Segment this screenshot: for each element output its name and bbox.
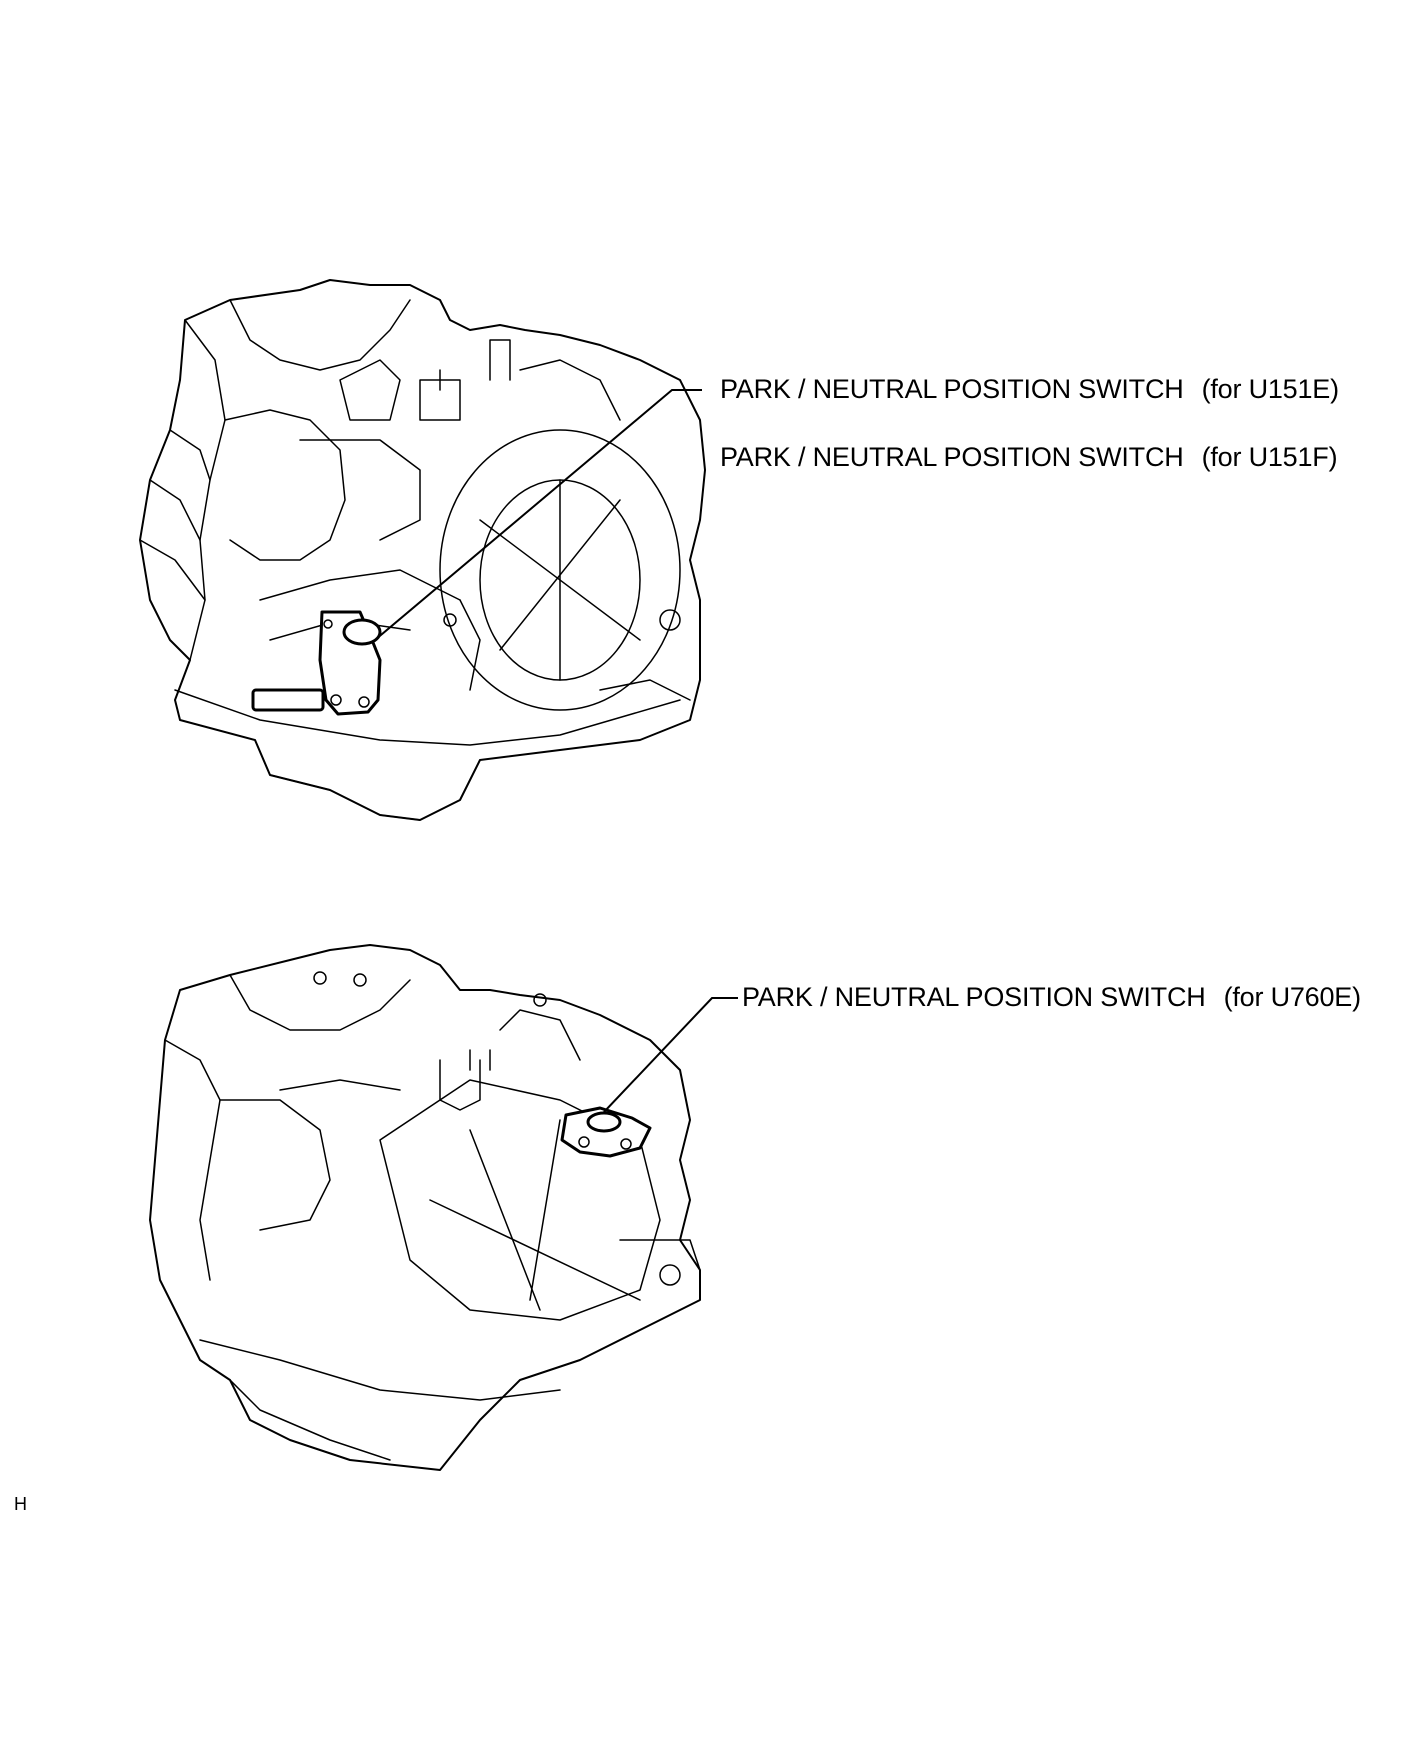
transmission-u151-outline: [139, 279, 706, 821]
corner-mark: H: [14, 1494, 27, 1514]
callout-label-u760e: PARK / NEUTRAL POSITION SWITCH (for U760E…: [742, 982, 1361, 1013]
callout-switch-name-u151f: PARK / NEUTRAL POSITION SWITCH: [720, 442, 1184, 472]
callout-variant-u151f: (for U151F): [1201, 442, 1338, 472]
callout-variant-u151e: (for U151E): [1201, 374, 1340, 404]
transmission-u760e-drawing: [149, 944, 738, 1471]
transmission-u760e-outline: [149, 944, 701, 1471]
callout-switch-name-u760e: PARK / NEUTRAL POSITION SWITCH: [742, 982, 1206, 1012]
transmission-u151-drawing: [139, 279, 706, 821]
leader-line-u151: [374, 389, 702, 641]
callout-label-u151e: PARK / NEUTRAL POSITION SWITCH (for U151E…: [720, 374, 1339, 405]
park-neutral-switch-u151: [251, 610, 382, 716]
callout-variant-u760e: (for U760E): [1223, 982, 1362, 1012]
callout-switch-name-u151e: PARK / NEUTRAL POSITION SWITCH: [720, 374, 1184, 404]
leader-line-u760e: [603, 997, 738, 1113]
park-neutral-switch-u760e: [560, 1106, 652, 1158]
callout-label-u151f: PARK / NEUTRAL POSITION SWITCH (for U151F…: [720, 442, 1338, 473]
